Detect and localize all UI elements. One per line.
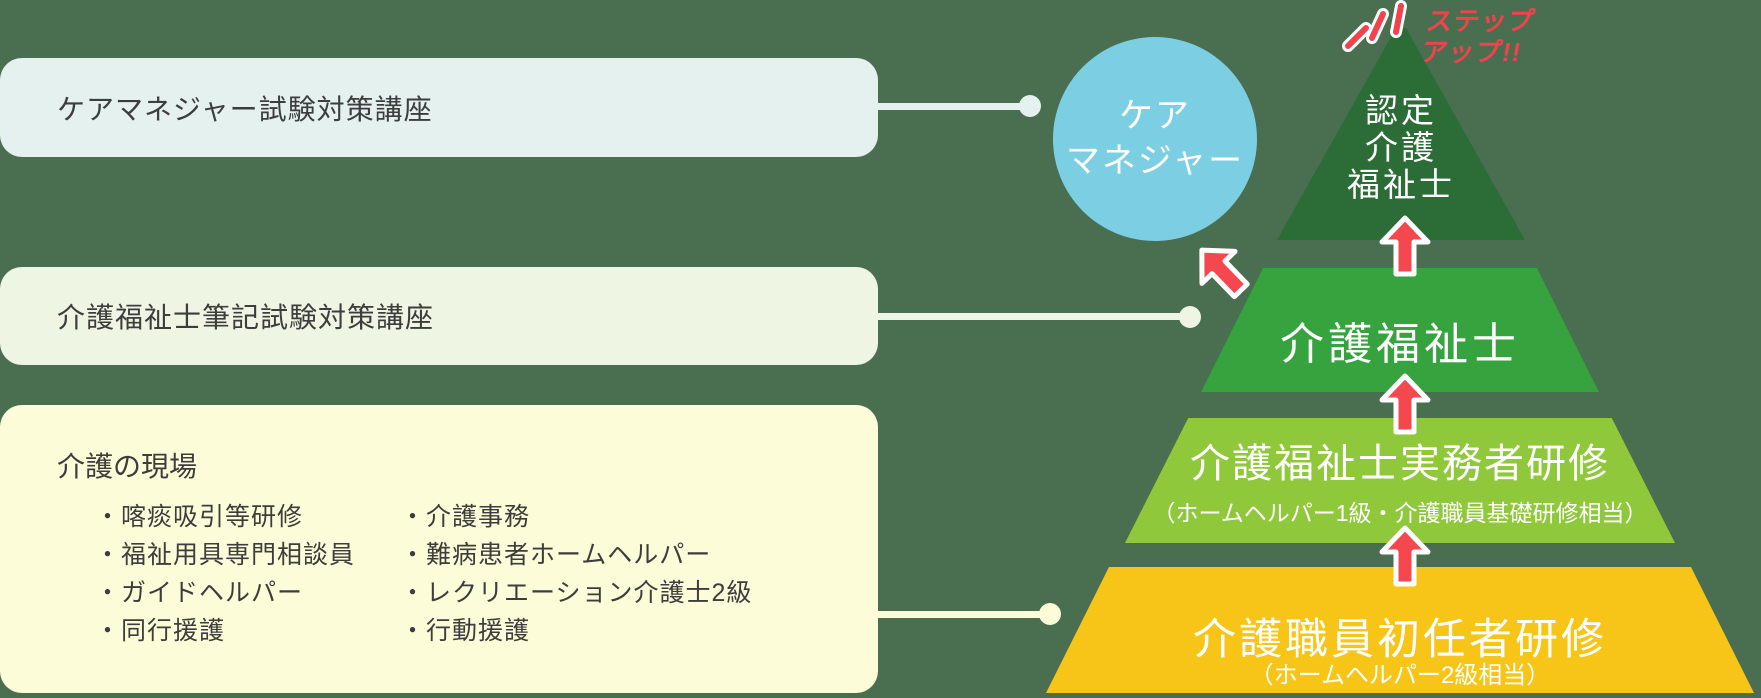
- care-manager-circle-label-line1: ケア: [1119, 97, 1191, 136]
- connector-line-care-manager: [850, 103, 1030, 110]
- course-box-label: ケアマネジャー試験対策講座: [57, 93, 433, 125]
- tier-label-line: 介護: [1365, 129, 1437, 166]
- list-item: ・レクリエーション介護士2級: [400, 579, 753, 607]
- list-item: ・喀痰吸引等研修: [95, 503, 304, 531]
- care-manager-circle-label-line2: マネジャー: [1065, 142, 1245, 180]
- list-item: ・行動援護: [400, 617, 531, 645]
- list-item: ・難病患者ホームヘルパー: [400, 541, 712, 569]
- tier-sublabel-initial-training: （ホームヘルパー2級相当）: [1249, 662, 1551, 689]
- list-item: ・介護事務: [400, 503, 531, 531]
- course-box-care-manager-exam: ケアマネジャー試験対策講座: [0, 58, 878, 157]
- care-field-box: [0, 405, 878, 693]
- burst-lines-icon: [1342, 0, 1407, 52]
- tier-label-line: 認定: [1365, 92, 1437, 129]
- connector-line-care-field: [850, 611, 1050, 618]
- tier-label-initial-training: 介護職員初任者研修: [1193, 616, 1607, 664]
- list-item: ・同行援護: [95, 617, 226, 645]
- tier-label-care-worker: 介護福祉士: [1280, 320, 1520, 369]
- care-field-title: 介護の現場: [57, 451, 198, 482]
- up-left-arrow-icon: [1199, 247, 1250, 300]
- up-arrow-icon: [1379, 525, 1431, 587]
- step-up-label-line1: ステップ: [1424, 6, 1538, 36]
- step-up-label-line2: アップ!!: [1418, 36, 1525, 67]
- course-box-label: 介護福祉士筆記試験対策講座: [57, 302, 435, 333]
- pyramid-tier-practical-training: [1125, 418, 1675, 543]
- care-field-bullet-list-right: ・介護事務 ・難病患者ホームヘルパー ・レクリエーション介護士2級 ・行動援護: [400, 498, 752, 650]
- care-field-bullet-list-left: ・喀痰吸引等研修 ・福祉用具専門相談員 ・ガイドヘルパー ・同行援護: [95, 498, 355, 650]
- step-up-label: ステップ アップ!!: [1419, 6, 1538, 67]
- pyramid-tier-initial-training: [1046, 567, 1754, 693]
- connector-dot: [1039, 603, 1061, 625]
- tier-label-line: 福祉士: [1347, 166, 1455, 203]
- connector-line-care-worker-course: [850, 313, 1190, 320]
- tier-label-practical-training: 介護福祉士実務者研修: [1190, 442, 1610, 486]
- pyramid-tier-care-worker: [1201, 268, 1599, 392]
- list-item: ・福祉用具専門相談員: [95, 541, 356, 569]
- care-manager-circle: ケア マネジャー: [1053, 37, 1257, 241]
- tier-label-certified-care-worker: 認定 介護 福祉士: [1277, 92, 1525, 203]
- course-box-care-worker-exam: 介護福祉士筆記試験対策講座: [0, 267, 878, 365]
- tier-sublabel-practical-training: （ホームヘルパー1級・介護職員基礎研修相当）: [1152, 500, 1648, 526]
- list-item: ・ガイドヘルパー: [95, 579, 304, 607]
- up-arrow-icon: [1379, 215, 1431, 277]
- up-arrow-icon: [1379, 373, 1431, 435]
- connector-dot: [1179, 306, 1201, 328]
- connector-dot: [1019, 95, 1041, 117]
